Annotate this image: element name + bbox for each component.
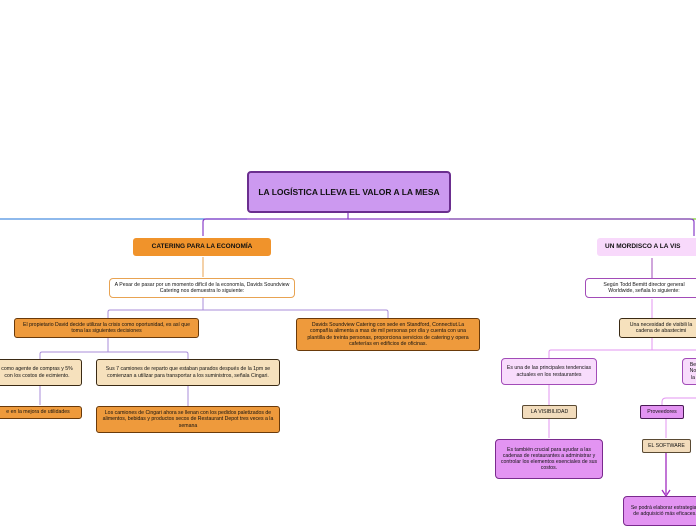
strategies-node[interactable]: Se podrá elaborar estrategias de adquisi… [623, 496, 696, 526]
visibility-node[interactable]: LA VISIBILIDAD [522, 405, 577, 419]
root-topic[interactable]: LA LOGÍSTICA LLEVA EL VALOR A LA MESA [247, 171, 451, 213]
company-profile-node[interactable]: Davids Soundview Catering con sede en St… [296, 318, 480, 351]
trend-node[interactable]: Es una de las principales tendencias act… [501, 358, 597, 385]
topic-catering-economia[interactable]: CATERING PARA LA ECONOMÍA [133, 238, 271, 256]
visibility-need-node[interactable]: Una necesidad de visibili la cadena de a… [619, 318, 696, 338]
topic-mordisco-visibilidad[interactable]: UN MORDISCO A LA VIS [597, 238, 696, 256]
purchasing-agent-node[interactable]: como agente de compras y 5% con los cost… [0, 359, 82, 386]
software-node[interactable]: EL SOFTWARE [642, 439, 691, 453]
profits-node[interactable]: e en la mejora de utilidades [0, 406, 82, 419]
benefit-node[interactable]: Be No la [682, 358, 696, 385]
bemitt-quote-node[interactable]: Según Todd Bemitt director general World… [585, 278, 696, 298]
intro-note[interactable]: A Pesar de pasar por un momento difícil … [109, 278, 295, 298]
suppliers-node[interactable]: Proveedores [640, 405, 684, 419]
owner-decision-node[interactable]: El propietario David decide utilizar la … [14, 318, 199, 338]
branch-line-pink [348, 218, 695, 236]
trucks-node[interactable]: Sus 7 camiones de reparto que estaban pa… [96, 359, 280, 386]
cingari-trucks-node[interactable]: Los camiones de Cingari ahora se llenan … [96, 406, 280, 433]
crucial-node[interactable]: Es también crucial para ayudar a las cad… [495, 439, 603, 479]
branch-line-orange [202, 212, 349, 236]
